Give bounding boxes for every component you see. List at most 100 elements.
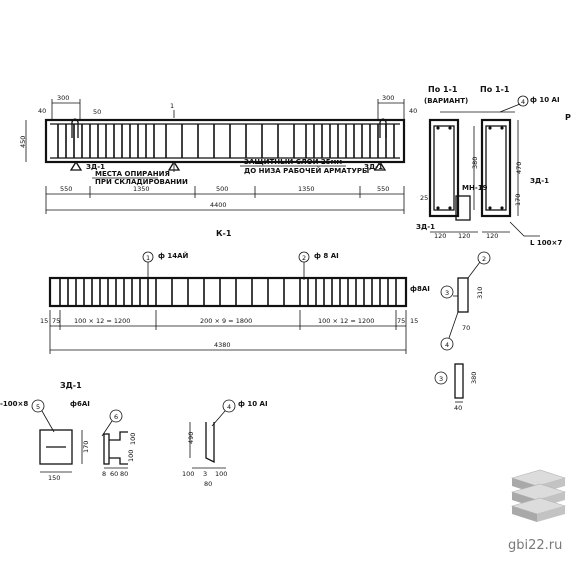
section-title-variant: По 1-1 — [428, 85, 458, 94]
cover-note-line2: ДО НИЗА РАБОЧЕЙ АРМАТУРЫ — [244, 166, 369, 175]
beam-stirrups — [57, 124, 395, 158]
svg-text:4: 4 — [445, 341, 449, 349]
dim-40: 40 — [38, 107, 46, 115]
dim-450: 450 — [19, 136, 27, 148]
dim-40-right: 40 — [409, 107, 417, 115]
cage-dim-right: 100 × 12 = 1200 — [318, 317, 374, 325]
support-note-line1: МЕСТА ОПИРАНИЯ — [95, 170, 170, 178]
anchor-dim-490: 490 — [187, 432, 195, 444]
bar-1-label: ф 14АЙ — [158, 251, 189, 260]
anchor-dim-100-a: 100 — [182, 470, 194, 478]
dim-170: 170 — [514, 194, 522, 206]
dim-1350-right: 1350 — [298, 185, 315, 193]
cage-total-length: 4380 — [214, 341, 231, 349]
dim-550-right: 550 — [377, 185, 389, 193]
zd1-label-left: ЗД-1 — [86, 163, 105, 171]
dim-550-left: 550 — [60, 185, 72, 193]
side-callout-3 — [440, 285, 454, 299]
dim-470: 470 — [515, 162, 523, 174]
cage-dim-15-left: 15 — [40, 317, 48, 325]
callout-6 — [109, 409, 123, 423]
cage-k1: К-1 1 ф 14АЙ 2 ф 8 АI — [40, 229, 491, 412]
dim-120-c: 120 — [486, 232, 498, 240]
dim-170: 170 — [82, 441, 90, 453]
logo-cubes-icon — [510, 469, 567, 522]
section-zd1-b: ЗД-1 — [530, 177, 549, 185]
zd1-detail: ЗД-1 -100×8 5 ф6АI 6 150 170 100 100 8 6… — [0, 381, 268, 488]
svg-text:5: 5 — [36, 403, 40, 411]
lifting-loop-right — [379, 118, 387, 138]
section-variant-note: (ВАРИАНТ) — [424, 97, 468, 105]
support-note-line2: ПРИ СКЛАДИРОВАНИИ — [95, 178, 188, 186]
section-zd1-a: ЗД-1 — [416, 223, 435, 231]
detail-3-dim-380: 380 — [470, 372, 478, 384]
anchor-bar — [205, 422, 215, 464]
dim-100-b: 100 — [127, 450, 135, 462]
detail-3-callout — [434, 371, 448, 385]
detail-3-shape — [454, 363, 464, 399]
support-left — [69, 160, 83, 171]
embedded-plate — [39, 429, 73, 465]
section-bar-label: ф 10 АI — [530, 96, 560, 104]
svg-text:3: 3 — [445, 289, 449, 297]
lifting-loop-left — [71, 118, 79, 138]
dim-120-b: 120 — [458, 232, 470, 240]
cross-sections: По 1-1 (ВАРИАНТ) По 1-1 4 ф 10 АI Р 25 М… — [416, 85, 571, 247]
watermark-site: gbi22.ru — [508, 538, 562, 553]
cage-dim-75-right: 75 — [397, 317, 405, 325]
beam-elevation: 300 50 40 300 40 450 — [19, 94, 417, 214]
dim-500-mid: 500 — [216, 185, 228, 193]
anchor-dim-80: 80 — [204, 480, 212, 488]
angle-label: L 100×7 — [530, 239, 562, 247]
dim-380: 380 — [471, 157, 479, 169]
side-callout-4 — [440, 337, 454, 351]
cage-dim-15-right: 15 — [410, 317, 418, 325]
section-b-outline — [480, 118, 512, 218]
plate-side — [103, 433, 110, 465]
mn-label: МН-19 — [462, 184, 488, 192]
section-mark-top: 1 — [170, 102, 174, 110]
anchor-dim-3: 3 — [203, 470, 207, 478]
cage-dim-mid: 200 × 9 = 1800 — [200, 317, 252, 325]
svg-text:3: 3 — [439, 375, 443, 383]
detail-3-dim-40: 40 — [454, 404, 462, 412]
cage-dim-75-left: 75 — [52, 317, 60, 325]
svg-text:6: 6 — [114, 413, 118, 421]
dim-80: 80 — [120, 470, 128, 478]
plate-callout — [31, 399, 45, 413]
side-cage-outline — [457, 277, 469, 313]
dim-50: 50 — [93, 108, 101, 116]
side-bar-label: ф8АI — [410, 285, 430, 293]
cover-note-line1: ЗАЩИТНЫЙ СЛОЙ 25мм — [244, 157, 342, 166]
section-title-main: По 1-1 — [480, 85, 510, 94]
anchor-dim-100-b: 100 — [215, 470, 227, 478]
dim-1350-left: 1350 — [133, 185, 150, 193]
watermark: gbi22.ru — [508, 469, 567, 553]
zd1-title: ЗД-1 — [60, 381, 82, 390]
side-callout-2 — [477, 251, 491, 265]
anchor-label: ф 10 АI — [238, 400, 268, 408]
dim-60: 60 — [110, 470, 118, 478]
svg-text:1: 1 — [146, 254, 150, 262]
dim-150: 150 — [48, 474, 60, 482]
dim-8: 8 — [102, 470, 106, 478]
zd1-label-right: ЗД-1 — [364, 163, 383, 171]
svg-text:4: 4 — [227, 403, 231, 411]
cage-stirrups — [59, 278, 397, 306]
svg-text:4: 4 — [521, 98, 525, 106]
callout-4-section — [517, 95, 529, 107]
side-dim-70: 70 — [462, 324, 470, 332]
dim-25: 25 — [420, 194, 428, 202]
cage-dim-left: 100 × 12 = 1200 — [74, 317, 130, 325]
embedded-angle — [455, 195, 471, 221]
dim-120-a: 120 — [434, 232, 446, 240]
plate-label: -100×8 — [0, 400, 28, 408]
cage-outline — [48, 276, 408, 308]
svg-text:2: 2 — [302, 254, 306, 262]
beam-outline — [44, 118, 406, 164]
anchor-callout — [222, 399, 236, 413]
side-dim-310: 310 — [476, 287, 484, 299]
svg-text:2: 2 — [482, 255, 486, 263]
cage-title: К-1 — [216, 229, 232, 238]
dim-total-4400: 4400 — [210, 201, 227, 209]
